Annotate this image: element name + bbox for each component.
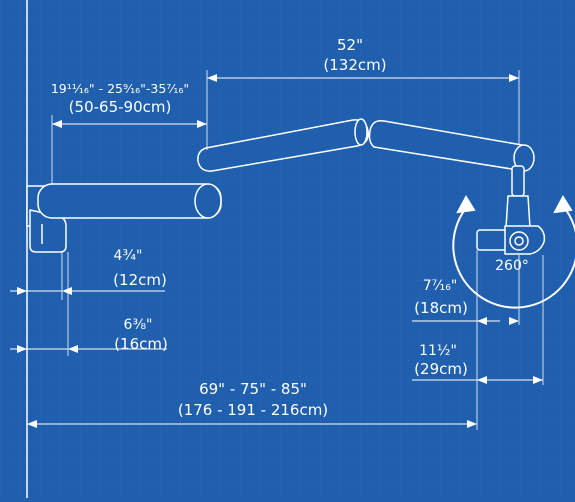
rotation-arc — [452, 194, 575, 309]
bracket-inches: 4¾" — [114, 248, 143, 264]
inner-arm — [37, 183, 222, 219]
inner-arm-inches: 19¹¹⁄₁₆" - 25⁹⁄₁₆"-35⁷⁄₁₆" — [51, 81, 189, 96]
reach-cm: (132cm) — [323, 56, 386, 74]
dimension-lines — [10, 74, 543, 428]
extension-lines — [51, 70, 544, 430]
head-width-cm: (29cm) — [414, 360, 468, 378]
lamp-head — [476, 165, 546, 255]
dimension-labels: 52" (132cm) 19¹¹⁄₁₆" - 25⁹⁄₁₆"-35⁷⁄₁₆" (… — [51, 36, 529, 419]
total-cm: (176 - 191 - 216cm) — [178, 401, 328, 419]
bracket-cm: (12cm) — [113, 271, 167, 289]
total-inches: 69" - 75" - 85" — [199, 380, 307, 398]
inner-arm-cm: (50-65-90cm) — [69, 98, 172, 116]
base-cm: (16cm) — [114, 335, 168, 353]
reach-inches: 52" — [337, 36, 363, 54]
head-width-inches: 11½" — [419, 343, 457, 359]
upper-boom — [197, 118, 535, 172]
rotation-angle: 260° — [495, 258, 529, 274]
wall-bracket — [26, 185, 67, 253]
head-offset-inches: 7⁷⁄₁₆" — [423, 278, 458, 294]
base-inches: 6⅜" — [124, 317, 153, 333]
head-offset-cm: (18cm) — [414, 299, 468, 317]
